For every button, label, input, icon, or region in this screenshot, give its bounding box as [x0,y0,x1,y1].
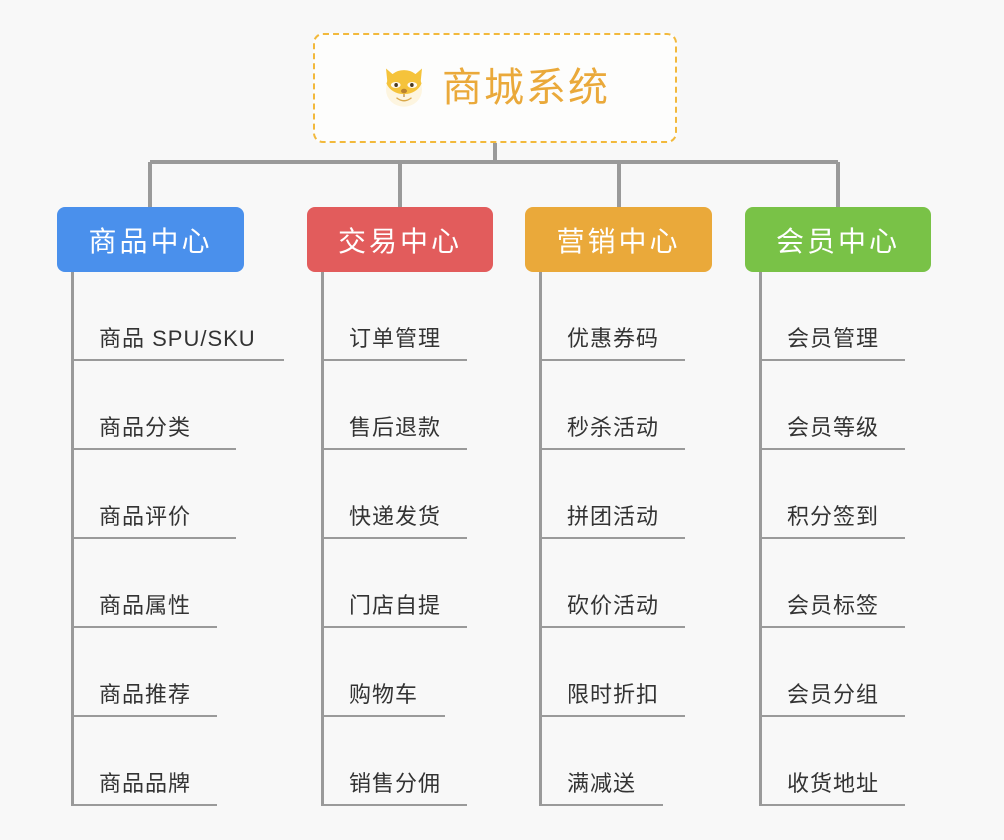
leaf-label: 优惠券码 [567,326,660,351]
leaf-underline [71,537,236,539]
list-item[interactable]: 商品推荐 [57,628,244,717]
list-item[interactable]: 秒杀活动 [525,361,712,450]
branch-items-market: 优惠券码 秒杀活动 拼团活动 砍价活动 限时折扣 满减送 [525,272,712,806]
list-item[interactable]: 积分签到 [745,450,931,539]
list-item[interactable]: 门店自提 [307,539,493,628]
leaf-label: 商品分类 [99,415,192,440]
leaf-underline [71,626,217,628]
branch-items-trade: 订单管理 售后退款 快递发货 门店自提 购物车 销售分佣 [307,272,493,806]
leaf-label: 商品属性 [99,593,192,618]
leaf-label: 会员分组 [787,682,880,707]
branch-header-label: 营销中心 [556,225,681,257]
branch-spine-member [759,272,762,806]
leaf-label: 售后退款 [349,415,442,440]
leaf-label: 会员管理 [787,326,880,351]
leaf-underline [759,537,905,539]
branch-spine-product [71,272,74,806]
shiba-dog-face-icon [386,68,422,107]
list-item[interactable]: 商品品牌 [57,717,244,806]
branch-items-member: 会员管理 会员等级 积分签到 会员标签 会员分组 收货地址 [745,272,931,806]
leaf-underline [539,626,685,628]
leaf-label: 满减送 [567,771,637,796]
list-item[interactable]: 砍价活动 [525,539,712,628]
branch-header-member[interactable]: 会员中心 [745,207,931,272]
leaf-label: 秒杀活动 [567,415,660,440]
leaf-label: 限时折扣 [567,682,660,707]
branch-member: 会员中心 会员管理 会员等级 积分签到 会员标签 会员分组 [745,207,931,806]
leaf-underline [539,537,685,539]
branch-header-label: 交易中心 [337,225,462,257]
leaf-underline [539,448,685,450]
leaf-label: 商品 SPU/SKU [99,326,256,351]
leaf-underline [539,359,685,361]
list-item[interactable]: 商品属性 [57,539,244,628]
branch-spine-market [539,272,542,806]
leaf-underline [321,359,467,361]
list-item[interactable]: 商品 SPU/SKU [57,272,284,361]
leaf-underline [321,804,467,806]
leaf-underline [759,804,905,806]
branch-header-trade[interactable]: 交易中心 [307,207,493,272]
leaf-label: 积分签到 [787,504,880,529]
leaf-underline [321,448,467,450]
branch-market: 营销中心 优惠券码 秒杀活动 拼团活动 砍价活动 限时折扣 [525,207,712,806]
leaf-label: 商品评价 [99,504,192,529]
leaf-underline [321,715,445,717]
root-node-title: 商城系统 [442,66,610,110]
branch-spine-trade [321,272,324,806]
list-item[interactable]: 限时折扣 [525,628,712,717]
leaf-underline [321,626,467,628]
leaf-underline [71,448,236,450]
list-item[interactable]: 优惠券码 [525,272,712,361]
list-item[interactable]: 商品分类 [57,361,244,450]
branch-product: 商品中心 商品 SPU/SKU 商品分类 商品评价 商品属性 商品推荐 [57,207,284,806]
list-item[interactable]: 满减送 [525,717,712,806]
leaf-underline [539,804,663,806]
branch-header-label: 会员中心 [775,225,900,257]
leaf-label: 砍价活动 [567,593,660,618]
root-node-shop-system[interactable]: 商城系统 [313,33,677,143]
list-item[interactable]: 会员管理 [745,272,931,361]
list-item[interactable]: 快递发货 [307,450,493,539]
leaf-label: 商品推荐 [99,682,192,707]
leaf-label: 会员等级 [787,415,880,440]
leaf-underline [71,359,284,361]
list-item[interactable]: 会员标签 [745,539,931,628]
branch-trade: 交易中心 订单管理 售后退款 快递发货 门店自提 购物车 [307,207,493,806]
leaf-label: 销售分佣 [349,771,442,796]
leaf-underline [759,448,905,450]
list-item[interactable]: 销售分佣 [307,717,493,806]
list-item[interactable]: 会员等级 [745,361,931,450]
branch-header-label: 商品中心 [88,225,213,257]
list-item[interactable]: 收货地址 [745,717,931,806]
leaf-label: 快递发货 [349,504,442,529]
list-item[interactable]: 会员分组 [745,628,931,717]
leaf-label: 会员标签 [787,593,880,618]
leaf-underline [71,804,217,806]
leaf-underline [321,537,467,539]
leaf-underline [539,715,685,717]
list-item[interactable]: 商品评价 [57,450,244,539]
leaf-underline [759,715,905,717]
leaf-label: 订单管理 [349,326,442,351]
branch-items-product: 商品 SPU/SKU 商品分类 商品评价 商品属性 商品推荐 商品品牌 [57,272,284,806]
branch-header-product[interactable]: 商品中心 [57,207,244,272]
leaf-underline [71,715,217,717]
leaf-label: 购物车 [349,682,419,707]
list-item[interactable]: 拼团活动 [525,450,712,539]
leaf-label: 拼团活动 [567,504,660,529]
leaf-label: 商品品牌 [99,771,192,796]
list-item[interactable]: 订单管理 [307,272,493,361]
leaf-label: 收货地址 [787,771,880,796]
list-item[interactable]: 购物车 [307,628,493,717]
leaf-underline [759,626,905,628]
branch-header-market[interactable]: 营销中心 [525,207,712,272]
leaf-label: 门店自提 [349,593,442,618]
leaf-underline [759,359,905,361]
list-item[interactable]: 售后退款 [307,361,493,450]
